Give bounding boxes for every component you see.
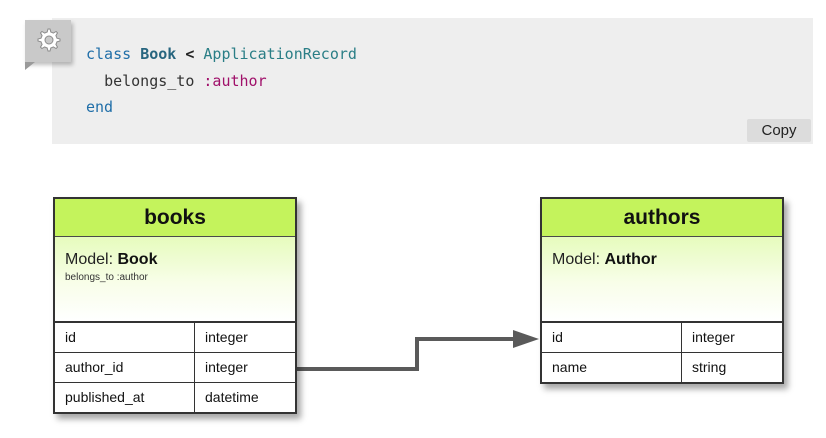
copy-button[interactable]: Copy <box>747 119 811 142</box>
model-prefix: Model: <box>552 251 605 268</box>
column-type: integer <box>692 329 735 345</box>
table-row: name string <box>542 353 782 382</box>
column-type: integer <box>205 359 248 375</box>
table-row: author_id integer <box>55 353 295 383</box>
code-line-2: belongs_to :author <box>104 72 267 90</box>
table-row: id integer <box>542 323 782 353</box>
column-name: name <box>542 353 682 382</box>
code-block: class Book < ApplicationRecord belongs_t… <box>52 18 813 144</box>
authors-table: authors Model: Author id integer name st… <box>540 197 784 384</box>
model-label: Model: Author <box>552 251 772 269</box>
table-row: id integer <box>55 323 295 353</box>
table-row: published_at datetime <box>55 383 295 412</box>
column-type: integer <box>205 329 248 345</box>
gear-icon <box>25 20 71 70</box>
model-name: Book <box>117 251 158 268</box>
column-name: author_id <box>55 353 195 382</box>
superclass-name: ApplicationRecord <box>203 45 357 63</box>
column-type: datetime <box>205 389 259 405</box>
model-name: Author <box>604 251 657 268</box>
inherit-operator: < <box>185 45 195 63</box>
keyword-end: end <box>86 98 114 116</box>
columns-list: id integer author_id integer published_a… <box>55 323 295 412</box>
keyword-class: class <box>86 45 132 63</box>
books-table: books Model: Book belongs_to :author id … <box>53 197 297 414</box>
association-label: belongs_to :author <box>65 272 148 283</box>
class-name: Book <box>140 45 177 63</box>
model-info: Model: Book belongs_to :author <box>55 237 295 323</box>
method-call: belongs_to <box>104 71 195 90</box>
column-name: published_at <box>55 383 195 412</box>
symbol-arg: :author <box>203 71 267 90</box>
columns-list: id integer name string <box>542 323 782 382</box>
model-info: Model: Author <box>542 237 782 323</box>
model-prefix: Model: <box>65 251 118 268</box>
column-type: string <box>692 359 727 375</box>
model-label: Model: Book <box>65 251 285 269</box>
table-title: books <box>55 199 295 237</box>
column-name: id <box>542 323 682 352</box>
table-title: authors <box>542 199 782 237</box>
code-snippet: class Book < ApplicationRecord belongs_t… <box>86 41 357 121</box>
code-line-1: class Book < ApplicationRecord <box>86 45 357 63</box>
column-name: id <box>55 323 195 352</box>
